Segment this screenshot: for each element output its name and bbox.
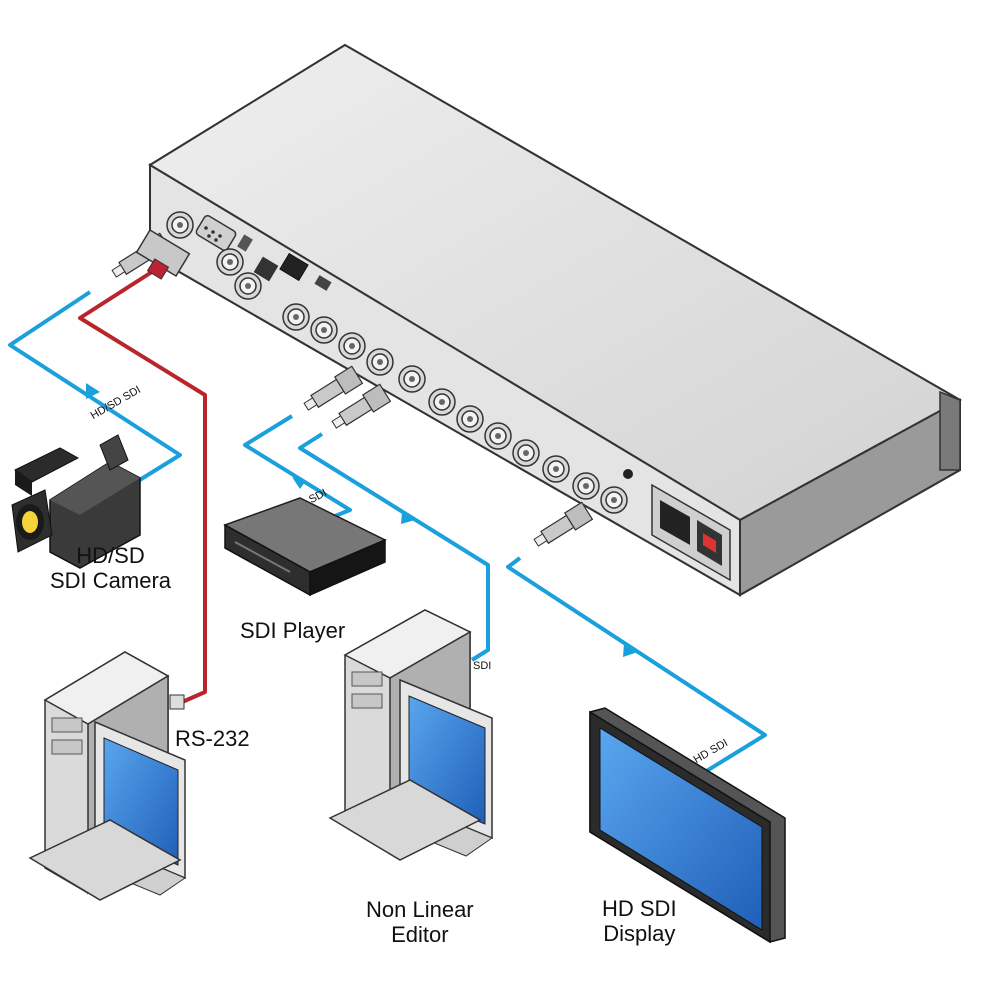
- display-label-line1: HD SDI: [602, 896, 677, 921]
- hd-display-icon: [589, 707, 786, 944]
- rs232-db9-port[interactable]: [195, 214, 237, 251]
- editor-label: Non Linear Editor: [366, 897, 474, 948]
- bnc-port[interactable]: [484, 422, 512, 450]
- bnc-port[interactable]: [398, 365, 426, 393]
- ethernet-port[interactable]: [279, 252, 309, 282]
- power-module: [651, 483, 731, 582]
- editor-label-line1: Non Linear: [366, 897, 474, 922]
- bnc-plug: [530, 501, 593, 552]
- rs232-port-icon: [169, 694, 185, 710]
- status-led: [623, 469, 633, 479]
- bnc-port[interactable]: [456, 405, 484, 433]
- cable-camera: [8, 290, 182, 483]
- arrow-icon: [401, 512, 415, 524]
- camera-icon: [11, 434, 141, 569]
- player-label: SDI Player: [240, 618, 346, 643]
- arrow-icon: [292, 477, 305, 489]
- bnc-port[interactable]: [542, 455, 570, 483]
- keyboard-icon: [328, 779, 482, 861]
- bnc-port[interactable]: [572, 472, 600, 500]
- editor-computer-icon: [328, 609, 494, 861]
- power-switch-indicator: [703, 533, 716, 553]
- bnc-port[interactable]: [282, 303, 310, 331]
- camera-label-line1: HD/SD: [76, 543, 145, 568]
- keyboard-icon: [28, 819, 182, 901]
- bnc-port[interactable]: [600, 486, 628, 514]
- editor-label-line2: Editor: [391, 922, 449, 948]
- bnc-port[interactable]: [338, 332, 366, 360]
- screen: [599, 727, 763, 931]
- rack-ear: [939, 390, 961, 471]
- camera-label-line2: SDI Camera: [50, 568, 172, 594]
- sdi-switcher-unit: [148, 43, 963, 597]
- display-label: HD SDI Display: [602, 896, 677, 947]
- sdi-player-icon: [223, 497, 387, 597]
- power-inlet: [660, 500, 690, 545]
- bnc-port[interactable]: [310, 316, 338, 344]
- cable-label-editor: SDI: [473, 660, 492, 672]
- computer-icon: [28, 651, 187, 901]
- bnc-port[interactable]: [512, 439, 540, 467]
- bnc-port[interactable]: [234, 272, 262, 300]
- arrow-icon: [86, 383, 100, 399]
- bnc-port[interactable]: [166, 211, 194, 239]
- terminal-block: [253, 256, 279, 282]
- bnc-port[interactable]: [366, 348, 394, 376]
- cable-display: [506, 556, 767, 777]
- arrow-icon: [623, 643, 638, 657]
- cable-player: [243, 414, 352, 520]
- cable-editor: [298, 432, 490, 662]
- db9-plug: [135, 228, 191, 280]
- bnc-port[interactable]: [216, 248, 244, 276]
- bnc-port[interactable]: [428, 388, 456, 416]
- rs232-label: RS-232: [175, 726, 250, 751]
- dip-switch[interactable]: [314, 275, 332, 291]
- camera-label: HD/SD SDI Camera: [50, 543, 171, 594]
- dip-switch[interactable]: [237, 234, 253, 252]
- cable-rs232: [78, 268, 207, 705]
- display-label-line2: Display: [603, 921, 676, 947]
